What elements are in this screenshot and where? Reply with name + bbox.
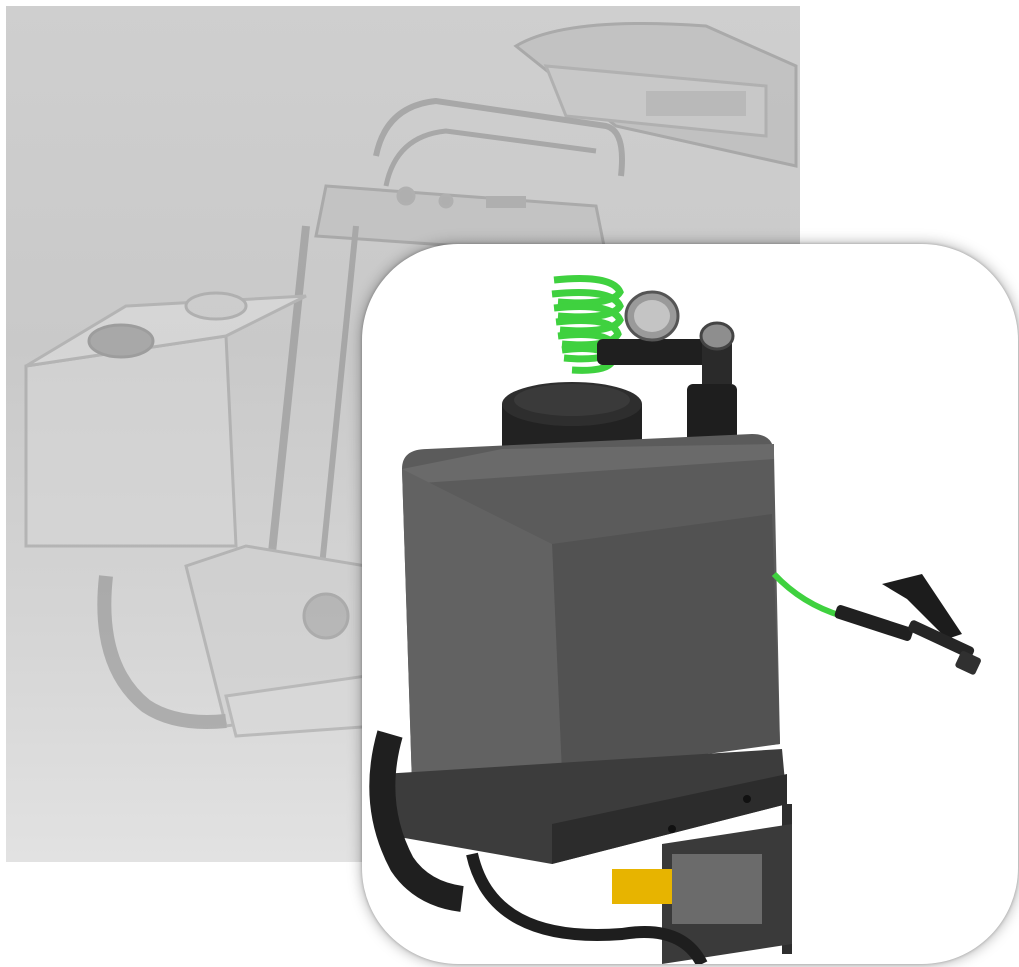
machine-background-illustration (24, 22, 798, 738)
coiled-hose (551, 275, 624, 374)
spray-tank-illustration (369, 275, 981, 964)
tank-detail-card (362, 244, 1018, 964)
spray-gun (834, 574, 981, 675)
